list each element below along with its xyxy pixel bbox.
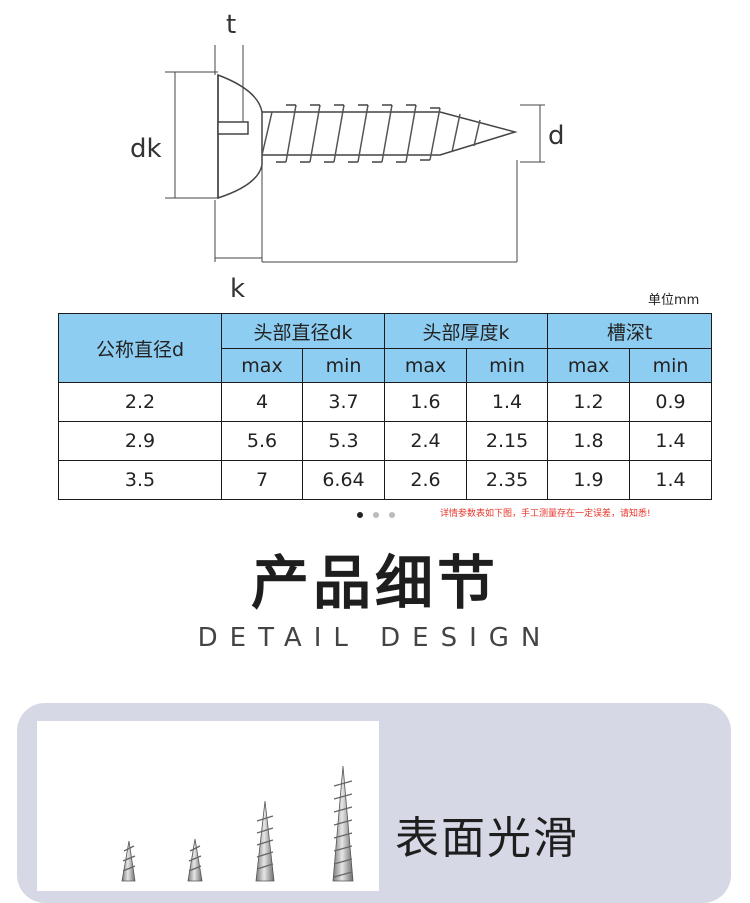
- table-cell: 1.4: [466, 382, 549, 422]
- table-cell: 2.2: [58, 382, 222, 422]
- label-dk: dk: [130, 134, 162, 164]
- header-head-thickness: 头部厚度k: [384, 313, 549, 349]
- carousel-dot[interactable]: [389, 512, 395, 518]
- unit-label: 单位mm: [648, 293, 700, 308]
- table-cell: 1.8: [547, 421, 631, 461]
- table-cell: 0.9: [629, 382, 713, 422]
- carousel-dots: [357, 512, 395, 518]
- table-row: 2.2 4 3.7 1.6 1.4 1.2 0.9: [58, 382, 713, 422]
- screws-photo: [37, 721, 379, 891]
- label-k: k: [230, 274, 245, 304]
- screw-dimension-diagram: t dk d k: [130, 10, 565, 304]
- table-cell: 1.9: [547, 460, 631, 500]
- measurement-note: 详情参数表如下图，手工测量存在一定误差，请知悉!: [440, 509, 651, 519]
- spec-table: 公称直径d 头部直径dk 头部厚度k 槽深t max min max min m…: [58, 313, 713, 500]
- table-cell: 3.5: [58, 460, 222, 500]
- subheader-max: max: [547, 348, 631, 383]
- section-title-en: DETAIL DESIGN: [197, 623, 553, 653]
- table-cell: 2.6: [384, 460, 468, 500]
- header-slot-depth: 槽深t: [547, 313, 713, 349]
- table-cell: 5.3: [301, 421, 386, 461]
- table-row: 3.5 7 6.64 2.6 2.35 1.9 1.4: [58, 460, 713, 500]
- table-row: 2.9 5.6 5.3 2.4 2.15 1.8 1.4: [58, 421, 713, 461]
- screw-head: [217, 73, 263, 200]
- table-cell: 4: [221, 382, 303, 422]
- subheader-max: max: [384, 348, 468, 383]
- screws-icon: [121, 765, 354, 882]
- table-cell: 3.7: [301, 382, 386, 422]
- table-cell: 1.2: [547, 382, 631, 422]
- table-cell: 5.6: [221, 421, 303, 461]
- table-cell: 2.4: [384, 421, 468, 461]
- label-d: d: [548, 121, 565, 151]
- carousel-dot[interactable]: [373, 512, 379, 518]
- subheader-max: max: [221, 348, 303, 383]
- table-cell: 2.9: [58, 421, 222, 461]
- subheader-min: min: [301, 348, 386, 383]
- table-cell: 1.4: [629, 460, 713, 500]
- table-cell: 7: [221, 460, 303, 500]
- table-cell: 1.6: [384, 382, 468, 422]
- table-cell: 2.15: [466, 421, 549, 461]
- table-cell: 2.35: [466, 460, 549, 500]
- section-title-cn: 产品细节: [250, 549, 499, 617]
- subheader-min: min: [466, 348, 549, 383]
- carousel-dot[interactable]: [357, 512, 363, 518]
- header-head-diameter: 头部直径dk: [220, 313, 386, 349]
- table-cell: 6.64: [301, 460, 386, 500]
- header-nominal-diameter: 公称直径d: [58, 313, 222, 383]
- label-t: t: [226, 10, 236, 40]
- feature-title: 表面光滑: [395, 813, 579, 864]
- subheader-min: min: [629, 348, 713, 383]
- table-cell: 1.4: [629, 421, 713, 461]
